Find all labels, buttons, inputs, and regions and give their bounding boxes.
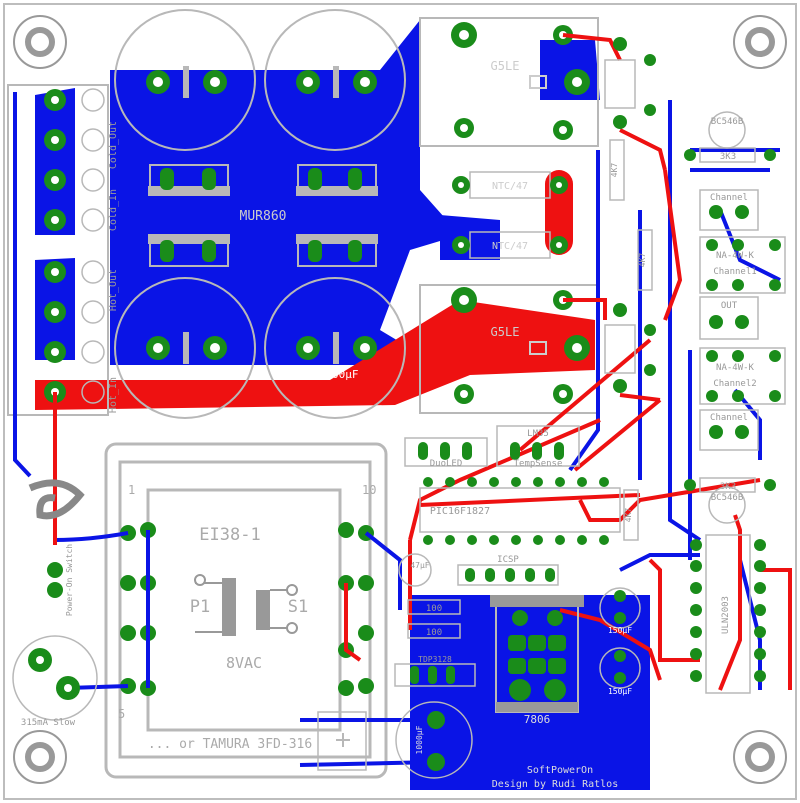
- header-lm35: LM35 TempSense: [496, 425, 580, 469]
- svg-text:P1: P1: [190, 597, 210, 617]
- svg-text:NA-4W-K: NA-4W-K: [716, 363, 755, 373]
- svg-text:Channel: Channel: [710, 413, 748, 423]
- svg-text:5: 5: [118, 707, 125, 721]
- svg-text:8VAC: 8VAC: [226, 654, 262, 672]
- svg-text:NA-4W-K: NA-4W-K: [716, 251, 755, 261]
- channel-jumper: Channel: [699, 409, 759, 451]
- capacitor-c2: 10.000µF: [264, 9, 406, 151]
- svg-text:47µF: 47µF: [410, 561, 429, 570]
- svg-text:100: 100: [426, 604, 442, 614]
- mounting-hole: [733, 15, 787, 69]
- svg-text:Power-On Switch: Power-On Switch: [65, 544, 74, 616]
- svg-text:1: 1: [128, 483, 135, 497]
- svg-text:Channel1: Channel1: [713, 267, 756, 277]
- capacitor-150uf: 150µF: [599, 587, 641, 635]
- svg-text:10.000µF: 10.000µF: [306, 52, 359, 65]
- fuse-holder: 315mA Slow: [12, 635, 98, 728]
- capacitor-c3: 10.000µF: [114, 277, 256, 419]
- svg-text:G5LE: G5LE: [491, 59, 520, 73]
- svg-text:4K7: 4K7: [638, 253, 647, 268]
- svg-text:3K3: 3K3: [720, 152, 736, 162]
- svg-text:150µF: 150µF: [608, 626, 632, 635]
- svg-text:315mA Slow: 315mA Slow: [21, 718, 76, 728]
- ic-pic16f1827: PIC16F1827: [419, 477, 621, 545]
- svg-text:10.000µF: 10.000µF: [159, 368, 212, 381]
- out-jumper: OUT: [699, 296, 759, 340]
- svg-text:1000µF: 1000µF: [415, 725, 424, 754]
- svg-text:ULN2003: ULN2003: [721, 596, 731, 634]
- resistor-100: 100: [407, 599, 461, 615]
- hot-pour: [35, 300, 595, 410]
- svg-text:150µF: 150µF: [608, 687, 632, 696]
- svg-text:TDP3128: TDP3128: [418, 655, 452, 664]
- diode-mur860: [148, 164, 378, 267]
- label-softpower: SoftPowerOn: [527, 765, 593, 776]
- ntc-thermistor: NTC/47: [452, 231, 568, 259]
- transformer-ei38: EI38-1 P1 S1 8VAC 1 10 5 ... or TAMURA 3…: [104, 442, 388, 779]
- svg-text:S1: S1: [288, 597, 308, 617]
- svg-text:NTC/47: NTC/47: [492, 241, 528, 252]
- label-hot-out: Hot_Out: [108, 269, 119, 311]
- svg-text:10.000µF: 10.000µF: [159, 52, 212, 65]
- svg-text:... or TAMURA 3FD-316: ... or TAMURA 3FD-316: [148, 737, 312, 752]
- hole-logo: [28, 479, 85, 520]
- svg-text:ICSP: ICSP: [497, 555, 519, 565]
- optocoupler: [604, 303, 656, 393]
- svg-text:4K7: 4K7: [610, 163, 619, 178]
- ic-uln2003: ULN2003: [690, 534, 766, 694]
- power-switch: Power-On Switch: [47, 544, 74, 616]
- terminal-block: [7, 84, 109, 416]
- svg-text:OUT: OUT: [721, 301, 738, 311]
- header-icsp: ICSP: [457, 555, 559, 586]
- na-4w-k-connector: NA-4W-K Channel1: [699, 236, 786, 294]
- resistor-4k7: 4K7: [637, 229, 653, 291]
- svg-text:4K7: 4K7: [624, 508, 633, 523]
- svg-text:100: 100: [426, 628, 442, 638]
- capacitor-1000uf: 1000µF: [395, 701, 473, 779]
- svg-text:G5LE: G5LE: [491, 325, 520, 339]
- label-cold-out: Cold_Out: [108, 121, 119, 169]
- label-cold-in: Cold_In: [108, 189, 119, 231]
- svg-text:TempSense: TempSense: [514, 459, 563, 469]
- capacitor-150uf: 150µF: [599, 647, 641, 696]
- label-hot-in: Hot_In: [108, 377, 119, 413]
- mounting-hole: [13, 730, 67, 784]
- svg-text:DuoLED: DuoLED: [430, 459, 463, 469]
- svg-text:Channel: Channel: [710, 193, 748, 203]
- label-mur860: MUR860: [240, 209, 287, 224]
- na-4w-k-connector: NA-4W-K Channel2: [699, 347, 786, 405]
- channel-jumper: Channel: [699, 189, 759, 231]
- bc546b-transistor: BC546B: [708, 486, 746, 524]
- resistor-4k7: 4K7: [609, 139, 625, 201]
- svg-text:NTC/47: NTC/47: [492, 181, 528, 192]
- svg-text:7806: 7806: [524, 713, 551, 726]
- svg-text:Channel2: Channel2: [713, 379, 756, 389]
- svg-text:10: 10: [362, 483, 376, 497]
- capacitor-c4: 10.000µF: [264, 277, 406, 419]
- resistor-4k7: 4K7: [623, 489, 639, 541]
- svg-text:PIC16F1827: PIC16F1827: [430, 506, 490, 517]
- mounting-hole: [13, 15, 67, 69]
- svg-text:EI38-1: EI38-1: [199, 525, 260, 545]
- relay-g5le-top: G5LE: [419, 17, 599, 147]
- resistor-100: 100: [407, 623, 461, 639]
- regulator-7806: 7806: [490, 595, 584, 726]
- label-designer: Design by Rudi Ratlos: [492, 779, 618, 790]
- ntc-thermistor: NTC/47: [452, 171, 568, 199]
- svg-text:LM35: LM35: [527, 429, 549, 439]
- resistor-3k3: 3K3: [684, 147, 776, 163]
- svg-text:10.000µF: 10.000µF: [306, 368, 359, 381]
- header-duoled: DuoLED: [404, 437, 488, 469]
- header-tdp3128: TDP3128: [394, 655, 476, 687]
- bridge-rectifier: [317, 711, 367, 771]
- capacitor-47uf: 47µF: [398, 553, 432, 587]
- svg-text:BC546B: BC546B: [711, 117, 744, 127]
- optocoupler: [604, 37, 656, 129]
- mounting-hole: [733, 730, 787, 784]
- capacitor-c1: 10.000µF: [114, 9, 256, 151]
- svg-text:BC546B: BC546B: [711, 493, 744, 503]
